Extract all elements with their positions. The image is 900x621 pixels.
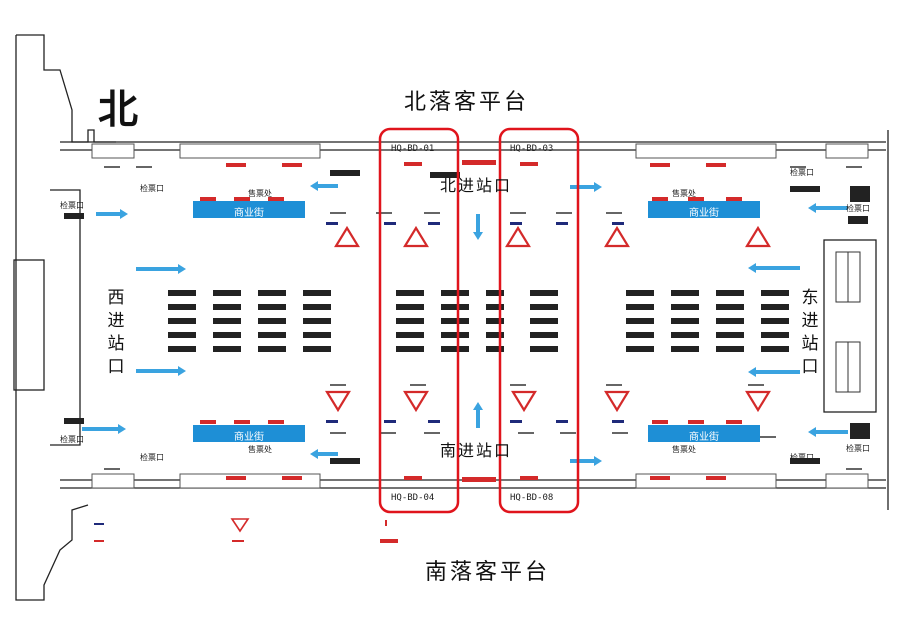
- navy-signs: [326, 222, 624, 423]
- escalator-up-triangles: [334, 225, 771, 248]
- arrow-left-icon: [808, 427, 848, 437]
- gate-label: 检票口: [60, 201, 84, 210]
- gate-label: 检票口: [846, 204, 870, 213]
- escalator-down-triangles: [325, 390, 771, 413]
- shop-street-label: 商业街: [234, 432, 264, 443]
- escalator-up-icon: [745, 225, 771, 248]
- highlight-code-top-left: HQ-BD-01: [391, 144, 435, 154]
- arrow-left-icon: [310, 181, 338, 191]
- shop-street-label: 商业街: [689, 432, 719, 443]
- seating-blocks: [168, 290, 789, 352]
- highlight-code-bottom-left: HQ-BD-04: [391, 493, 435, 503]
- gate-label: 检票口: [790, 453, 814, 462]
- small-code-marks: [104, 166, 862, 470]
- gate-turnstiles: [64, 170, 870, 464]
- north-platform-title: 北落客平台: [404, 90, 530, 115]
- south-platform-title: 南落客平台: [425, 560, 551, 585]
- compass-north-label: 北: [98, 87, 138, 133]
- arrow-right-icon: [570, 182, 602, 192]
- escalator-down-icon: [511, 390, 537, 413]
- gate-label: 检票口: [140, 453, 164, 462]
- arrow-right-icon: [136, 366, 186, 376]
- south-entrance-label: 南进站口: [440, 441, 513, 460]
- east-entrance-label: 东进站口: [801, 288, 819, 377]
- arrow-right-icon: [96, 209, 128, 219]
- west-door-frame: [50, 189, 81, 446]
- red-lightboxes: [200, 160, 742, 482]
- east-stair-box: [823, 239, 877, 413]
- shop-street-bars: [193, 201, 760, 442]
- escalator-down-icon: [403, 390, 429, 413]
- escalator-up-icon: [334, 225, 360, 248]
- legend: [94, 518, 398, 543]
- shop-street-label: 商业街: [234, 208, 264, 219]
- west-entrance-label: 西进站口: [107, 288, 125, 377]
- escalator-down-icon: [604, 390, 630, 413]
- arrow-right-icon: [570, 456, 602, 466]
- gate-label: 检票口: [790, 168, 814, 177]
- gate-label: 检票口: [846, 444, 870, 453]
- arrow-left-icon: [310, 449, 338, 459]
- north-ledge-panels: [91, 143, 869, 489]
- west-gate-box-a: [13, 259, 45, 391]
- gate-label: 检票口: [140, 184, 164, 193]
- highlight-frame-right: [498, 127, 580, 514]
- arrow-down-icon: [473, 214, 483, 240]
- arrow-up-icon: [473, 402, 483, 428]
- legend-escalator-down-icon: [230, 518, 250, 533]
- arrow-right-icon: [82, 424, 126, 434]
- east-stair-treads: [835, 251, 861, 393]
- escalator-up-icon: [403, 225, 429, 248]
- escalator-down-icon: [745, 390, 771, 413]
- escalator-up-icon: [604, 225, 630, 248]
- highlight-code-bottom-right: HQ-BD-08: [510, 493, 554, 503]
- ticket-office-label: 售票处: [248, 189, 272, 198]
- escalator-up-icon: [505, 225, 531, 248]
- shop-street-label: 商业街: [689, 208, 719, 219]
- ticket-office-label: 售票处: [672, 445, 696, 454]
- highlight-frames: [378, 127, 580, 514]
- arrow-left-icon: [748, 263, 800, 273]
- arrow-left-icon: [748, 367, 800, 377]
- highlight-frame-left: [378, 127, 460, 514]
- north-entrance-label: 北进站口: [440, 176, 513, 195]
- highlight-code-top-right: HQ-BD-03: [510, 144, 554, 154]
- escalator-down-icon: [325, 390, 351, 413]
- arrow-left-icon: [808, 203, 848, 213]
- flow-arrows: [82, 181, 848, 466]
- ticket-office-label: 售票处: [672, 189, 696, 198]
- ticket-office-label: 售票处: [248, 445, 272, 454]
- arrow-right-icon: [136, 264, 186, 274]
- gate-label: 检票口: [60, 435, 84, 444]
